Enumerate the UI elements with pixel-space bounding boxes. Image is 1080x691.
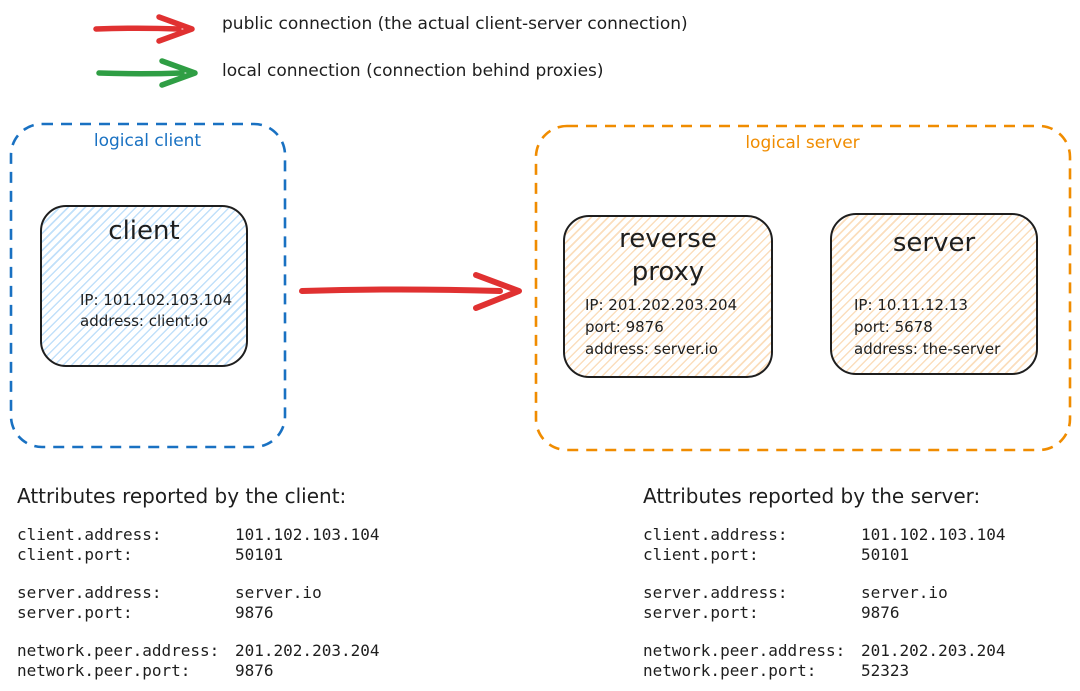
attr-key: network.peer.port: <box>17 661 191 680</box>
attr-key: server.address: <box>17 583 162 602</box>
logical-client-label: logical client <box>93 131 202 151</box>
attr-value: 9876 <box>235 661 274 680</box>
client-node-title: client <box>108 216 180 246</box>
attr-value: server.io <box>861 583 948 602</box>
attr-value: 101.102.103.104 <box>861 525 1006 544</box>
client-ip: IP: 101.102.103.104 <box>80 291 233 309</box>
reverse-proxy-node: reverse proxy IP: 201.202.203.204 port: … <box>563 215 773 378</box>
server-attributes-title: Attributes reported by the server: <box>643 484 981 508</box>
attr-value: server.io <box>235 583 322 602</box>
attr-row: client.port: 50101 <box>17 545 380 565</box>
server-node-title: server <box>892 228 976 258</box>
attr-row: network.peer.address: 201.202.203.204 <box>643 641 1006 661</box>
attr-row: network.peer.port: 52323 <box>643 661 1006 681</box>
attr-row: server.address: server.io <box>17 583 380 603</box>
attr-key: network.peer.port: <box>643 661 817 680</box>
attr-key: client.address: <box>643 525 788 544</box>
attr-value: 50101 <box>861 545 910 564</box>
server-attr-group-network-peer: network.peer.address: 201.202.203.204 ne… <box>643 641 1006 681</box>
logical-client-outline <box>9 122 287 449</box>
server-address: address: the-server <box>854 340 1001 358</box>
attr-key: server.port: <box>17 603 133 622</box>
attr-value: 101.102.103.104 <box>235 525 380 544</box>
client-to-server-arrow-icon <box>299 272 522 311</box>
attr-value: 201.202.203.204 <box>235 641 380 660</box>
attr-key: server.port: <box>643 603 759 622</box>
attr-row: client.address: 101.102.103.104 <box>17 525 380 545</box>
attr-value: 9876 <box>861 603 900 622</box>
attr-key: server.address: <box>643 583 788 602</box>
client-address: address: client.io <box>80 312 209 330</box>
attr-row: server.port: 9876 <box>17 603 380 623</box>
client-node-details: IP: 101.102.103.104 address: client.io <box>80 290 232 332</box>
client-attr-group-network-peer: network.peer.address: 201.202.203.204 ne… <box>17 641 380 681</box>
client-attributes-title: Attributes reported by the client: <box>17 484 347 508</box>
attr-row: server.address: server.io <box>643 583 1006 603</box>
local-connection-arrow-icon <box>96 58 198 88</box>
attr-key: client.address: <box>17 525 162 544</box>
server-attributes-section: Attributes reported by the server: clien… <box>643 484 1006 691</box>
reverse-proxy-node-details: IP: 201.202.203.204 port: 9876 address: … <box>585 294 737 360</box>
server-ip: IP: 10.11.12.13 <box>854 296 968 314</box>
server-node: server IP: 10.11.12.13 port: 5678 addres… <box>830 213 1038 375</box>
legend-public-label: public connection (the actual client-ser… <box>222 14 688 34</box>
attr-key: network.peer.address: <box>17 641 220 660</box>
client-attr-group-server: server.address: server.io server.port: 9… <box>17 583 380 623</box>
attr-key: client.port: <box>17 545 133 564</box>
attr-row: server.port: 9876 <box>643 603 1006 623</box>
public-connection-arrow-icon <box>93 14 195 44</box>
attr-value: 9876 <box>235 603 274 622</box>
server-node-details: IP: 10.11.12.13 port: 5678 address: the-… <box>854 294 1000 360</box>
attr-value: 52323 <box>861 661 910 680</box>
reverse-proxy-node-title: reverse proxy <box>619 224 717 287</box>
attr-value: 201.202.203.204 <box>861 641 1006 660</box>
attr-value: 50101 <box>235 545 284 564</box>
server-attr-group-server: server.address: server.io server.port: 9… <box>643 583 1006 623</box>
reverse-proxy-port: port: 9876 <box>585 318 664 336</box>
reverse-proxy-address: address: server.io <box>585 340 718 358</box>
client-attributes-section: Attributes reported by the client: clien… <box>17 484 380 691</box>
client-node: client IP: 101.102.103.104 address: clie… <box>40 205 248 367</box>
attr-key: client.port: <box>643 545 759 564</box>
logical-server-outline <box>534 124 1072 452</box>
attr-row: network.peer.port: 9876 <box>17 661 380 681</box>
reverse-proxy-ip: IP: 201.202.203.204 <box>585 296 738 314</box>
attr-key: network.peer.address: <box>643 641 846 660</box>
client-attr-group-client: client.address: 101.102.103.104 client.p… <box>17 525 380 565</box>
legend-local-label: local connection (connection behind prox… <box>222 61 604 81</box>
server-attr-group-client: client.address: 101.102.103.104 client.p… <box>643 525 1006 565</box>
attr-row: network.peer.address: 201.202.203.204 <box>17 641 380 661</box>
attr-row: client.port: 50101 <box>643 545 1006 565</box>
attr-row: client.address: 101.102.103.104 <box>643 525 1006 545</box>
server-port: port: 5678 <box>854 318 933 336</box>
logical-server-label: logical server <box>745 133 860 153</box>
